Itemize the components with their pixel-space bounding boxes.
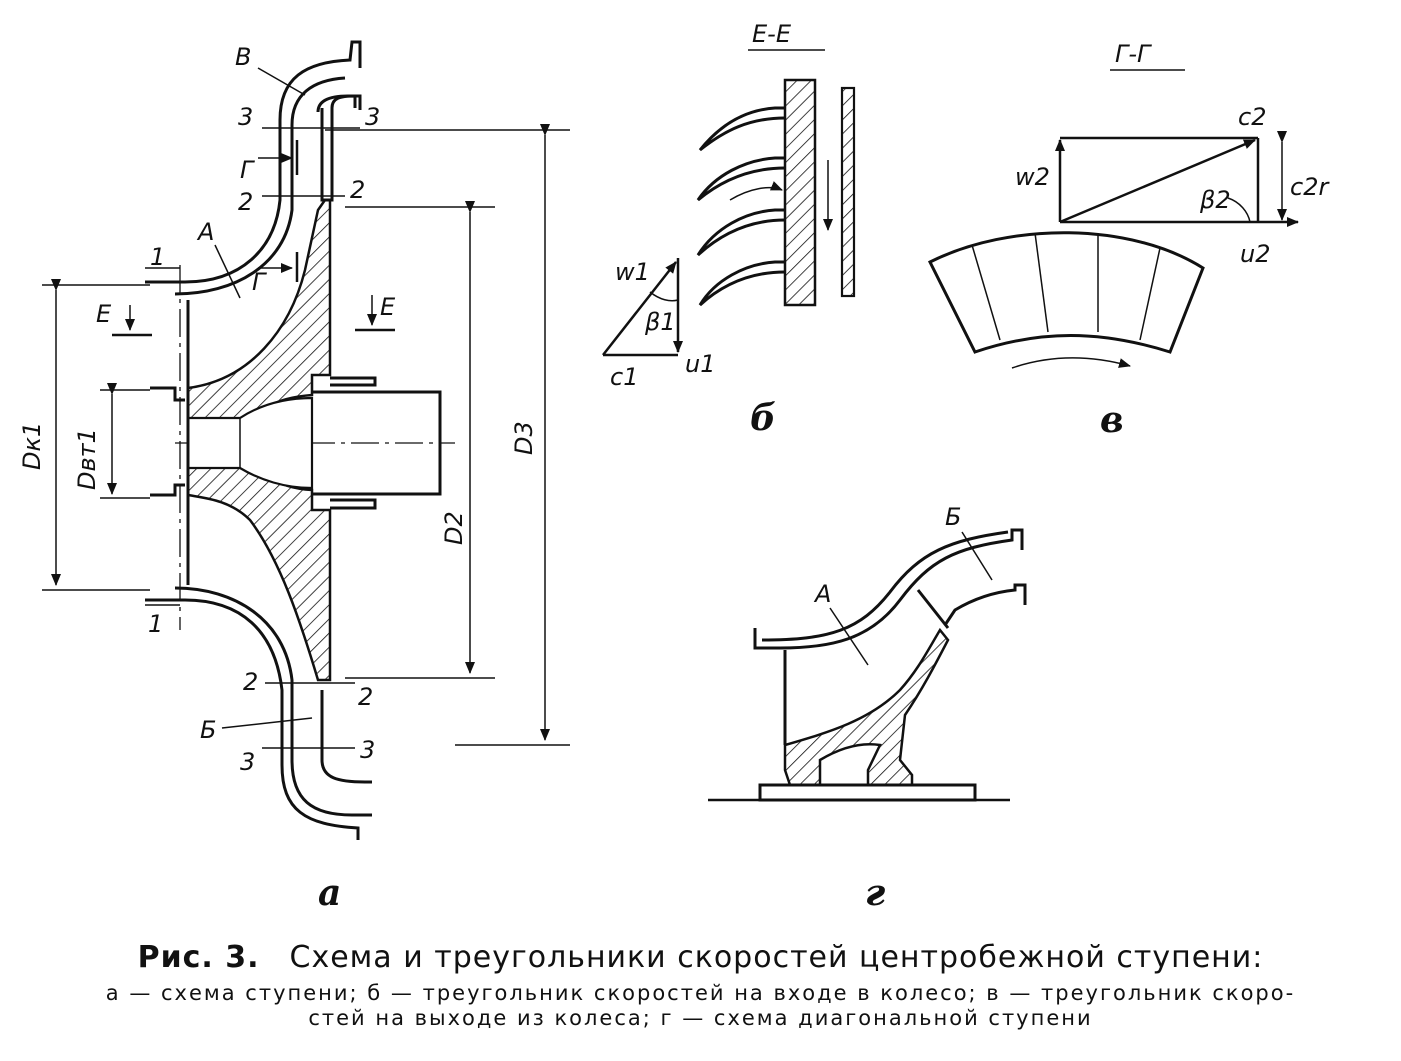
label-Dk1: Dк1 bbox=[18, 422, 46, 470]
flow-arrow-inlet bbox=[729, 181, 783, 201]
angle-beta2-arc bbox=[1227, 197, 1251, 223]
inlet-blade-1 bbox=[698, 106, 786, 152]
label-beta2: β2 bbox=[1199, 186, 1231, 214]
label-2-upper-left: 2 bbox=[238, 188, 253, 216]
label-2-lower-right: 2 bbox=[358, 683, 373, 711]
panel-g-diagonal-stage: А Б г bbox=[708, 503, 1027, 914]
diffuser-lower-wall bbox=[320, 690, 372, 784]
label-1-upper: 1 bbox=[150, 243, 165, 271]
label-c1: c1 bbox=[610, 363, 638, 391]
caption-title: Схема и треугольники скоростей центробеж… bbox=[289, 940, 1264, 975]
label-G-lower: Г bbox=[252, 268, 267, 296]
panel-b-inlet-triangle: Е-Е w1 β1 c1 u1 б bbox=[602, 20, 856, 439]
diagonal-diffuser-lower bbox=[943, 583, 1027, 626]
diagonal-shroud-outer bbox=[753, 528, 1024, 650]
caption-body-line-2: стей на выходе из колеса; г — схема диаг… bbox=[308, 1006, 1093, 1030]
inlet-seal-top bbox=[150, 386, 185, 402]
label-diag-A: А bbox=[813, 580, 831, 608]
leader-B bbox=[221, 717, 313, 729]
impeller-hub-bore bbox=[186, 396, 314, 490]
sector-blade-1 bbox=[971, 244, 1001, 341]
panel-label-g: г bbox=[865, 872, 885, 914]
panel-label-v: в bbox=[1100, 399, 1124, 441]
shaft-sleeve-bottom bbox=[330, 498, 377, 510]
label-c2r: c2r bbox=[1290, 173, 1330, 201]
leader-V bbox=[257, 67, 306, 96]
caption-body-line-1: а — схема ступени; б — треугольник скоро… bbox=[105, 981, 1296, 1005]
volute-upper-flange bbox=[316, 94, 362, 113]
section-title-gg: Г-Г bbox=[1115, 40, 1152, 68]
impeller-sector bbox=[927, 231, 1205, 354]
panel-v-outlet-triangle: Г-Г c2 w2 β2 c2r u2 в bbox=[927, 40, 1330, 441]
shaft bbox=[312, 390, 442, 496]
label-Dvt1: Dвт1 bbox=[73, 428, 101, 490]
label-w1: w1 bbox=[615, 258, 650, 286]
inlet-disc bbox=[783, 78, 817, 307]
label-D2: D2 bbox=[440, 511, 468, 545]
leader-diag-B bbox=[961, 531, 993, 581]
inlet-blade-3 bbox=[696, 208, 786, 257]
label-3-upper-left: 3 bbox=[238, 103, 253, 131]
label-u1: u1 bbox=[685, 350, 715, 378]
label-E-left: Е bbox=[96, 300, 112, 328]
label-2-upper-right: 2 bbox=[350, 176, 365, 204]
diagonal-base bbox=[758, 783, 977, 802]
label-V: В bbox=[235, 43, 251, 71]
label-3-upper-right: 3 bbox=[365, 103, 380, 131]
label-3-lower-left: 3 bbox=[240, 748, 255, 776]
vector-c2 bbox=[1059, 138, 1256, 224]
inlet-shroud bbox=[840, 86, 856, 298]
centrifugal-stage-figure: В 3 3 Г 2 2 А Г 1 Е Е Dк1 Dвт1 D2 D3 1 2… bbox=[18, 20, 1330, 914]
leader-A bbox=[214, 244, 241, 299]
label-diag-B: Б bbox=[945, 503, 961, 531]
label-w2: w2 bbox=[1015, 163, 1050, 191]
leader-diag-A bbox=[829, 607, 869, 666]
label-A: А bbox=[196, 218, 214, 246]
caption-number: Рис. 3. bbox=[137, 940, 260, 975]
inlet-blade-4 bbox=[698, 260, 786, 307]
sector-blade-2 bbox=[1034, 232, 1049, 333]
diagonal-shroud-inner bbox=[761, 530, 1009, 642]
figure-caption: Рис. 3. Схема и треугольники скоростей це… bbox=[0, 940, 1401, 1031]
casing-lower-outer bbox=[145, 598, 360, 840]
sector-blade-4 bbox=[1139, 247, 1161, 341]
angle-beta1-arc bbox=[649, 291, 679, 302]
label-1-lower: 1 bbox=[148, 610, 163, 638]
casing-upper-inner bbox=[174, 76, 346, 296]
caption-title-line: Рис. 3. Схема и треугольники скоростей це… bbox=[0, 940, 1401, 975]
panel-label-b: б bbox=[750, 397, 776, 439]
label-3-lower-right: 3 bbox=[360, 736, 375, 764]
casing-upper-outer bbox=[145, 40, 362, 284]
caption-body: а — схема ступени; б — треугольник скоро… bbox=[0, 981, 1401, 1031]
label-u2: u2 bbox=[1240, 240, 1270, 268]
label-E-right: Е bbox=[380, 293, 396, 321]
label-G-upper: Г bbox=[240, 156, 255, 184]
label-c2: c2 bbox=[1238, 103, 1266, 131]
section-title-ee: Е-Е bbox=[752, 20, 792, 48]
label-B: Б bbox=[200, 716, 216, 744]
inlet-seal-bottom bbox=[150, 483, 185, 497]
label-beta1: β1 bbox=[644, 308, 676, 336]
diagonal-diffuser-vane bbox=[916, 589, 950, 629]
panel-label-a: а bbox=[318, 872, 341, 914]
label-D3: D3 bbox=[510, 421, 538, 455]
inlet-blade-2 bbox=[696, 156, 786, 202]
label-2-lower-left: 2 bbox=[243, 668, 258, 696]
shaft-sleeve-top bbox=[330, 376, 377, 387]
diagonal-hub bbox=[783, 627, 950, 787]
rotation-arrow-outlet bbox=[1011, 357, 1131, 369]
panel-a-stage-scheme: В 3 3 Г 2 2 А Г 1 Е Е Dк1 Dвт1 D2 D3 1 2… bbox=[18, 40, 570, 914]
vector-w1 bbox=[602, 261, 677, 356]
casing-lower-inner bbox=[174, 586, 372, 817]
